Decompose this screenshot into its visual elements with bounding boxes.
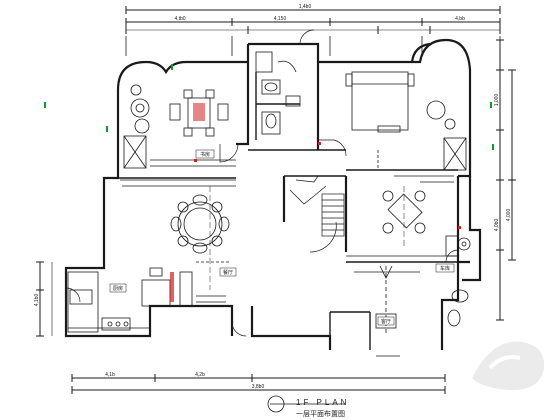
dim-right-lower: 4,0b0 (494, 219, 500, 232)
drawing-title-en: 1F PLAN (296, 398, 350, 407)
living-furniture (354, 235, 471, 357)
bathroom-fixtures (255, 51, 301, 135)
breakfast-nook-furniture (382, 175, 454, 234)
dim-right-upper: 1,000 (494, 94, 500, 107)
dim-left-side: 4,1b0 (34, 294, 40, 307)
bottom-dimension-lines (71, 374, 446, 394)
centre-lines (209, 186, 405, 290)
drawing-title-zh: 一层平面布置图 (296, 410, 345, 418)
room-tag-kitchen: 厨房 (109, 283, 127, 293)
drawing-title-symbol (267, 395, 346, 413)
dim-right-mid: 4,000 (506, 209, 512, 222)
top-dimension-lines (125, 6, 501, 34)
door-swings (65, 29, 459, 337)
grid-axis-ticks (125, 36, 501, 56)
room-tag-kitchen-label: 厨房 (113, 285, 123, 292)
exterior-walls (64, 38, 482, 350)
room-tag-dining-label: 餐厅 (223, 269, 233, 276)
dim-top-left: 4,tb0 (174, 16, 185, 22)
accent-markers (44, 64, 494, 150)
room-tag-living: 客厅 (377, 316, 395, 326)
dim-top-right: 4,bb (455, 16, 465, 22)
dining-furniture (122, 185, 236, 263)
room-tag-living-label: 客厅 (381, 318, 391, 325)
dim-bottom-total: 3,8b0 (252, 384, 265, 390)
staircase (289, 175, 345, 237)
right-dimension-lines (496, 39, 516, 321)
room-tag-study-label: 书房 (200, 151, 210, 158)
dim-bottom-left: 4,1b (105, 372, 115, 378)
kitchen-fixtures (67, 267, 226, 333)
dim-top-total: 1,4b0 (299, 4, 312, 10)
watermark-logo (472, 341, 545, 391)
interior-walls (118, 72, 458, 350)
bedroom-furniture (345, 71, 467, 171)
dim-bottom-mid: 4,2b (195, 372, 205, 378)
room-tag-study: 书房 (195, 149, 215, 159)
room-tag-garage-label: 车库 (440, 265, 450, 272)
left-dimension-lines (36, 261, 53, 337)
room-tag-garage: 车库 (435, 263, 455, 273)
room-tag-dining: 餐厅 (219, 267, 237, 277)
red-markers (194, 142, 461, 229)
dim-top-mid: 4,150 (274, 16, 287, 22)
study-furniture (123, 84, 236, 169)
